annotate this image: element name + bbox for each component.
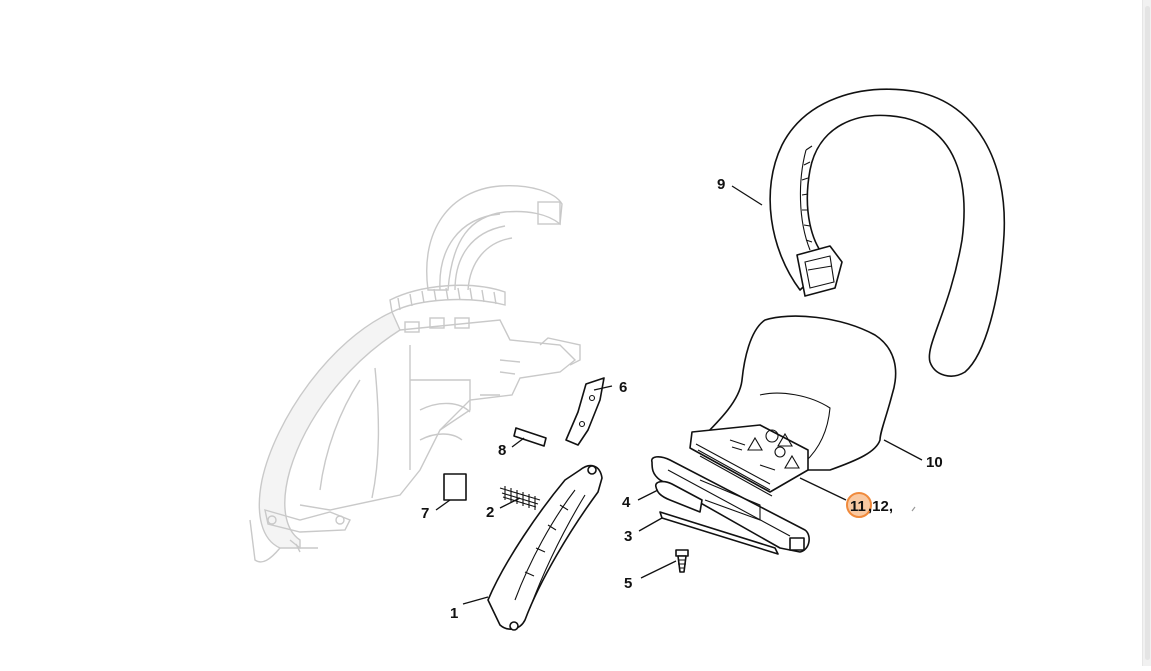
part-8-pin — [513, 427, 547, 447]
callout-11[interactable]: 11 — [850, 498, 866, 515]
leader-lines — [435, 185, 923, 605]
part-3-rod — [659, 511, 779, 555]
part-9-hand-guard — [769, 88, 1006, 377]
callout-7[interactable]: 7 — [421, 505, 429, 522]
part-7-label — [443, 473, 467, 501]
callout-11-highlight[interactable] — [846, 492, 872, 518]
callout-9[interactable]: 9 — [717, 176, 725, 193]
part-4-lever — [650, 456, 810, 553]
callout-12[interactable]: ,12, — [868, 498, 893, 515]
vertical-scrollbar[interactable] — [1142, 0, 1151, 666]
part-5-screw — [675, 549, 689, 573]
part-10-shield — [689, 315, 897, 497]
trailing-mark-icon — [911, 506, 916, 512]
callout-5[interactable]: 5 — [624, 575, 632, 592]
housing-ghost — [249, 184, 581, 563]
callout-3[interactable]: 3 — [624, 528, 632, 545]
part-6-bracket — [565, 377, 605, 446]
callout-6[interactable]: 6 — [619, 379, 627, 396]
callout-1[interactable]: 1 — [450, 605, 458, 622]
callout-8[interactable]: 8 — [498, 442, 506, 459]
part-1-guard-frame — [487, 464, 603, 631]
callout-2[interactable]: 2 — [486, 504, 494, 521]
callout-4[interactable]: 4 — [622, 494, 631, 511]
callout-10[interactable]: 10 — [926, 454, 943, 471]
scrollbar-thumb[interactable] — [1145, 6, 1150, 660]
